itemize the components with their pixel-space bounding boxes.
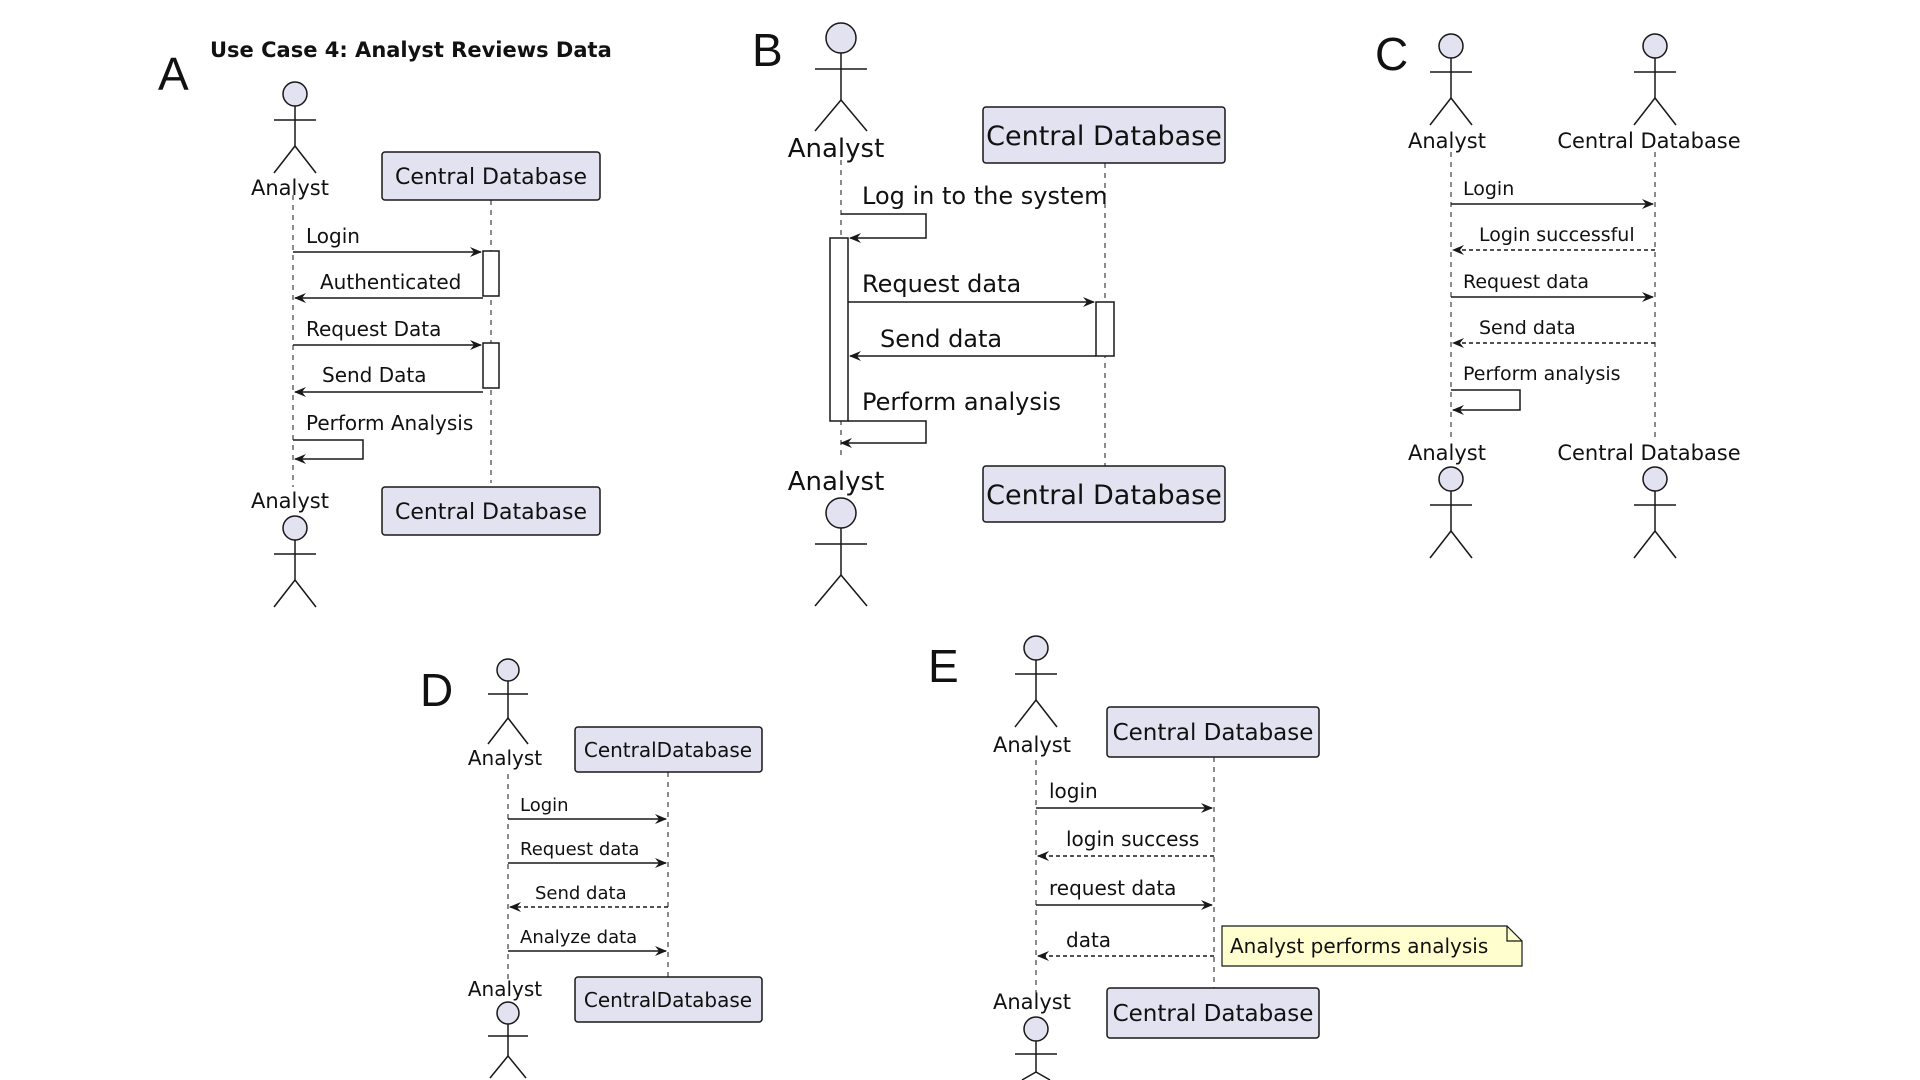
activation-bar xyxy=(829,237,849,422)
message-label: Login xyxy=(520,795,569,816)
message-label: Request data xyxy=(520,839,639,860)
actor-analyst-top xyxy=(1429,33,1473,126)
note-box xyxy=(1221,925,1523,967)
participant-label: Analyst xyxy=(251,176,329,200)
panel-label: A xyxy=(158,48,189,100)
actor-analyst-top xyxy=(814,22,868,132)
participant-box-central-database xyxy=(381,486,601,536)
participant-label: Analyst xyxy=(788,467,885,497)
participant-label: Central Database xyxy=(395,165,587,190)
activation-bar xyxy=(482,250,500,297)
participant-label: Analyst xyxy=(993,733,1071,757)
participant-label: Analyst xyxy=(468,746,542,770)
self-message-arrow xyxy=(841,213,927,243)
participant-box-central-database xyxy=(1106,987,1320,1039)
message-label: Send data xyxy=(880,325,1002,353)
self-message-arrow xyxy=(293,439,364,464)
activation-bar xyxy=(1095,301,1115,357)
message-label: Perform analysis xyxy=(1463,363,1621,385)
panel-label: E xyxy=(928,640,959,692)
message-label: Log in to the system xyxy=(862,182,1108,210)
actor-analyst-bottom xyxy=(488,1001,528,1079)
message-label: Analyze data xyxy=(520,927,637,948)
panel-e: E Analyst Central Database login login s… xyxy=(928,635,1523,1080)
panel-b: B Analyst Central Database Log in to the… xyxy=(752,22,1226,607)
participant-label: Central Database xyxy=(395,500,587,525)
actor-central-database-top xyxy=(1633,33,1677,126)
panel-d: D Analyst CentralDatabase Login Request … xyxy=(420,658,763,1079)
participant-box-central-database xyxy=(574,976,763,1023)
participant-label: Analyst xyxy=(468,977,542,1001)
message-label: Login xyxy=(1463,178,1514,200)
participant-box-central-database xyxy=(982,106,1226,164)
message-label: Request data xyxy=(1463,271,1589,293)
message-label: Send Data xyxy=(322,363,426,387)
panel-label: D xyxy=(420,664,453,716)
actor-analyst-top xyxy=(1014,635,1058,728)
participant-label: Central Database xyxy=(1113,1001,1314,1027)
panel-c: C Analyst Central Database Login Login s… xyxy=(1375,28,1741,559)
participant-label: Analyst xyxy=(993,990,1071,1014)
participant-label: Analyst xyxy=(1408,129,1486,153)
participant-label: Central Database xyxy=(1557,129,1740,153)
participant-label: Analyst xyxy=(788,134,885,164)
message-label: Send data xyxy=(535,883,627,904)
participant-label: CentralDatabase xyxy=(584,738,752,762)
participant-label: Analyst xyxy=(1408,441,1486,465)
panel-a: A Use Case 4: Analyst Reviews Data Analy… xyxy=(158,38,612,608)
message-label: login xyxy=(1049,779,1098,803)
message-label: Perform analysis xyxy=(862,388,1061,416)
message-label: request data xyxy=(1049,876,1176,900)
panel-label: C xyxy=(1375,28,1408,80)
participant-label: Central Database xyxy=(1557,441,1740,465)
participant-label: CentralDatabase xyxy=(584,988,752,1012)
activation-bar xyxy=(482,342,500,389)
participant-label: Central Database xyxy=(1113,720,1314,746)
participant-label: Analyst xyxy=(251,489,329,513)
participant-box-central-database xyxy=(381,151,601,201)
message-label: Login xyxy=(306,224,360,248)
participant-label: Central Database xyxy=(986,121,1222,152)
participant-label: Central Database xyxy=(986,480,1222,511)
self-message-arrow xyxy=(1451,389,1521,415)
message-label: Authenticated xyxy=(320,270,461,294)
self-message-arrow xyxy=(840,420,927,448)
actor-analyst-bottom xyxy=(1429,466,1473,559)
message-label: Send data xyxy=(1479,317,1576,339)
message-label: login success xyxy=(1066,827,1199,851)
actor-central-database-bottom xyxy=(1633,466,1677,559)
message-label: Request Data xyxy=(306,317,441,341)
actor-analyst-top xyxy=(487,658,529,745)
message-label: Login successful xyxy=(1479,224,1635,246)
actor-analyst-bottom xyxy=(1015,1016,1057,1080)
note-text: Analyst performs analysis xyxy=(1230,934,1488,958)
message-label: Request data xyxy=(862,270,1021,298)
message-label: data xyxy=(1066,928,1111,952)
message-label: Perform Analysis xyxy=(306,411,473,435)
actor-analyst-bottom xyxy=(814,497,868,607)
participant-box-central-database xyxy=(982,465,1226,523)
participant-box-central-database xyxy=(574,726,763,773)
actor-analyst-bottom xyxy=(273,515,317,608)
panel-label: B xyxy=(752,24,783,76)
actor-analyst-top xyxy=(273,81,317,174)
participant-box-central-database xyxy=(1106,706,1320,758)
diagram-title: Use Case 4: Analyst Reviews Data xyxy=(210,38,612,62)
